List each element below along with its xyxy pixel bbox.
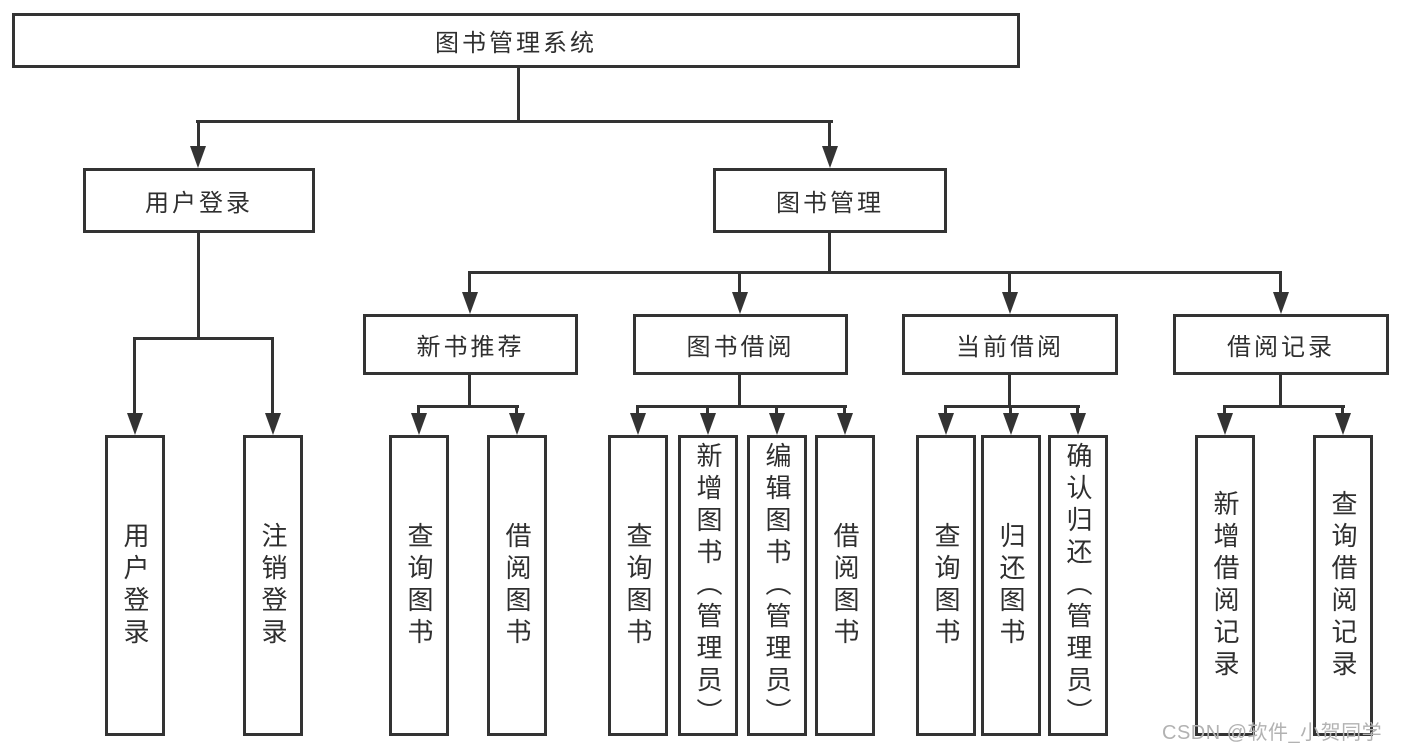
leaf-label: 查询借阅记录: [1328, 489, 1358, 682]
arrow-down-icon: [127, 413, 143, 435]
node-label: 借阅记录: [1227, 334, 1335, 361]
arrow-down-icon: [1070, 413, 1086, 435]
connector-new-book-bar: [417, 405, 519, 408]
leaf-label: 借阅图书: [830, 521, 860, 650]
leaf-label: 查询图书: [404, 521, 434, 650]
connector-user-login-stem: [197, 233, 200, 337]
node-label: 当前借阅: [956, 334, 1064, 361]
leaf-add-book-admin: 新增图书（管理员）: [678, 435, 738, 736]
node-library-management-system: 图书管理系统: [12, 13, 1020, 68]
connector-stub-book-management: [828, 120, 831, 148]
arrow-down-icon: [938, 413, 954, 435]
leaf-logout: 注销登录: [243, 435, 303, 736]
connector-stub: [636, 405, 639, 415]
leaf-confirm-return-admin: 确认归还（管理员）: [1048, 435, 1108, 736]
connector-stub-book-borrow: [738, 271, 741, 294]
node-user-login: 用户登录: [83, 168, 315, 233]
leaf-label: 新增图书（管理员）: [693, 441, 723, 730]
connector-user-login-bar: [133, 337, 274, 340]
leaf-user-login: 用户登录: [105, 435, 165, 736]
connector-current-borrow-bar: [944, 405, 1080, 408]
connector-borrow-records-stem: [1279, 375, 1282, 405]
leaf-label: 查询图书: [623, 521, 653, 650]
node-new-book-recommend: 新书推荐: [363, 314, 578, 375]
leaf-label: 编辑图书（管理员）: [762, 441, 792, 730]
leaf-label: 确认归还（管理员）: [1063, 441, 1093, 730]
connector-book-borrow-stem: [738, 375, 741, 405]
connector-book-management-bar: [468, 271, 1282, 274]
leaf-add-borrow-record: 新增借阅记录: [1195, 435, 1255, 736]
node-borrow-records: 借阅记录: [1173, 314, 1389, 375]
connector-stub: [1223, 405, 1226, 415]
connector-stub: [417, 405, 420, 415]
leaf-borrow-books-recommend: 借阅图书: [487, 435, 547, 736]
node-label: 新书推荐: [416, 334, 525, 361]
arrow-down-icon: [732, 292, 748, 314]
arrow-down-icon: [462, 292, 478, 314]
arrow-down-icon: [265, 413, 281, 435]
node-label: 图书管理: [776, 190, 884, 217]
connector-stub: [1009, 405, 1012, 415]
arrow-down-icon: [700, 413, 716, 435]
arrow-down-icon: [1273, 292, 1289, 314]
connector-stub-borrow-records: [1279, 271, 1282, 294]
connector-book-management-stem: [828, 233, 831, 271]
arrow-down-icon: [509, 413, 525, 435]
arrow-down-icon: [411, 413, 427, 435]
connector-stub: [775, 405, 778, 415]
connector-stub: [515, 405, 518, 415]
arrow-down-icon: [1335, 413, 1351, 435]
leaf-query-books-recommend: 查询图书: [389, 435, 449, 736]
leaf-label: 查询图书: [931, 521, 961, 650]
connector-borrow-records-bar: [1223, 405, 1345, 408]
leaf-label: 新增借阅记录: [1210, 489, 1240, 682]
arrow-down-icon: [837, 413, 853, 435]
connector-current-borrow-stem: [1008, 375, 1011, 405]
connector-stub: [1341, 405, 1344, 415]
connector-root-stem: [517, 68, 520, 122]
connector-root-bar: [196, 120, 833, 123]
connector-stub-current-borrow: [1008, 271, 1011, 294]
leaf-label: 归还图书: [996, 521, 1026, 650]
connector-stub: [706, 405, 709, 415]
node-label: 用户登录: [145, 190, 253, 217]
csdn-watermark: CSDN @软件_小贺同学: [1162, 722, 1383, 744]
arrow-down-icon: [1002, 292, 1018, 314]
connector-stub-user-login: [197, 120, 200, 148]
node-current-borrow: 当前借阅: [902, 314, 1118, 375]
connector-stub-leaf-user-login: [133, 337, 136, 413]
leaf-edit-book-admin: 编辑图书（管理员）: [747, 435, 807, 736]
arrow-down-icon: [630, 413, 646, 435]
connector-book-borrow-bar: [636, 405, 847, 408]
connector-stub-new-book: [468, 271, 471, 294]
connector-new-book-stem: [468, 375, 471, 405]
connector-stub: [843, 405, 846, 415]
leaf-label: 借阅图书: [502, 521, 532, 650]
leaf-query-borrow-record: 查询借阅记录: [1313, 435, 1373, 736]
arrow-down-icon: [1003, 413, 1019, 435]
connector-stub-leaf-logout: [271, 337, 274, 413]
leaf-return-book: 归还图书: [981, 435, 1041, 736]
node-label: 图书管理系统: [435, 30, 597, 57]
node-label: 图书借阅: [686, 334, 795, 361]
node-book-management: 图书管理: [713, 168, 947, 233]
arrow-down-icon: [1217, 413, 1233, 435]
leaf-query-books-current: 查询图书: [916, 435, 976, 736]
connector-stub: [1076, 405, 1079, 415]
leaf-query-books-borrow: 查询图书: [608, 435, 668, 736]
arrow-down-icon: [769, 413, 785, 435]
leaf-label: 用户登录: [120, 521, 150, 650]
connector-stub: [944, 405, 947, 415]
leaf-label: 注销登录: [258, 521, 288, 650]
node-book-borrow: 图书借阅: [633, 314, 848, 375]
arrow-down-icon: [190, 146, 206, 168]
leaf-borrow-books-borrow: 借阅图书: [815, 435, 875, 736]
arrow-down-icon: [822, 146, 838, 168]
